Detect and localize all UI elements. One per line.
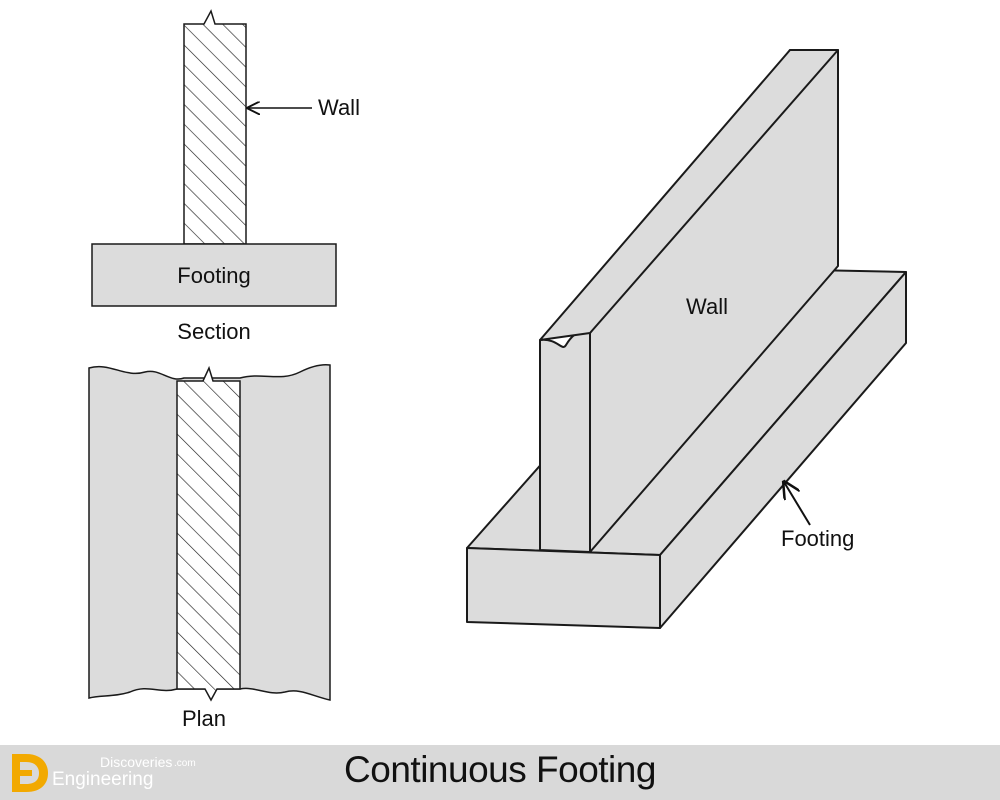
brand-logo-icon — [12, 754, 48, 792]
iso-wall-top — [539, 49, 839, 341]
continuous-footing-diagram: Wall Footing Section Plan Wall Footing — [88, 9, 907, 731]
iso-footing-label: Footing — [781, 526, 854, 551]
diagram-title: Continuous Footing — [344, 749, 656, 790]
section-caption: Section — [177, 319, 250, 344]
brand-logo: Discoveries .com Engineering — [8, 750, 218, 796]
section-footing-label: Footing — [177, 263, 250, 288]
section-view: Wall Footing Section — [91, 9, 360, 344]
iso-footing-front — [466, 547, 661, 629]
iso-wall-label: Wall — [686, 294, 728, 319]
section-wall — [183, 9, 247, 245]
section-footing — [91, 243, 337, 307]
isometric-view — [466, 49, 907, 629]
iso-wall-end — [539, 330, 591, 553]
plan-caption: Plan — [182, 706, 226, 731]
plan-view: Plan — [88, 364, 331, 731]
iso-footing-leader-arrow — [784, 482, 811, 526]
footer-bar: Discoveries .com Engineering Continuous … — [0, 745, 1000, 800]
brand-logo-bottom-text: Engineering — [52, 769, 154, 790]
section-wall-label: Wall — [318, 95, 360, 120]
brand-logo-top-text: Discoveries — [100, 754, 173, 770]
brand-logo-top-suffix: .com — [174, 758, 196, 769]
plan-wall-strip — [176, 365, 241, 702]
